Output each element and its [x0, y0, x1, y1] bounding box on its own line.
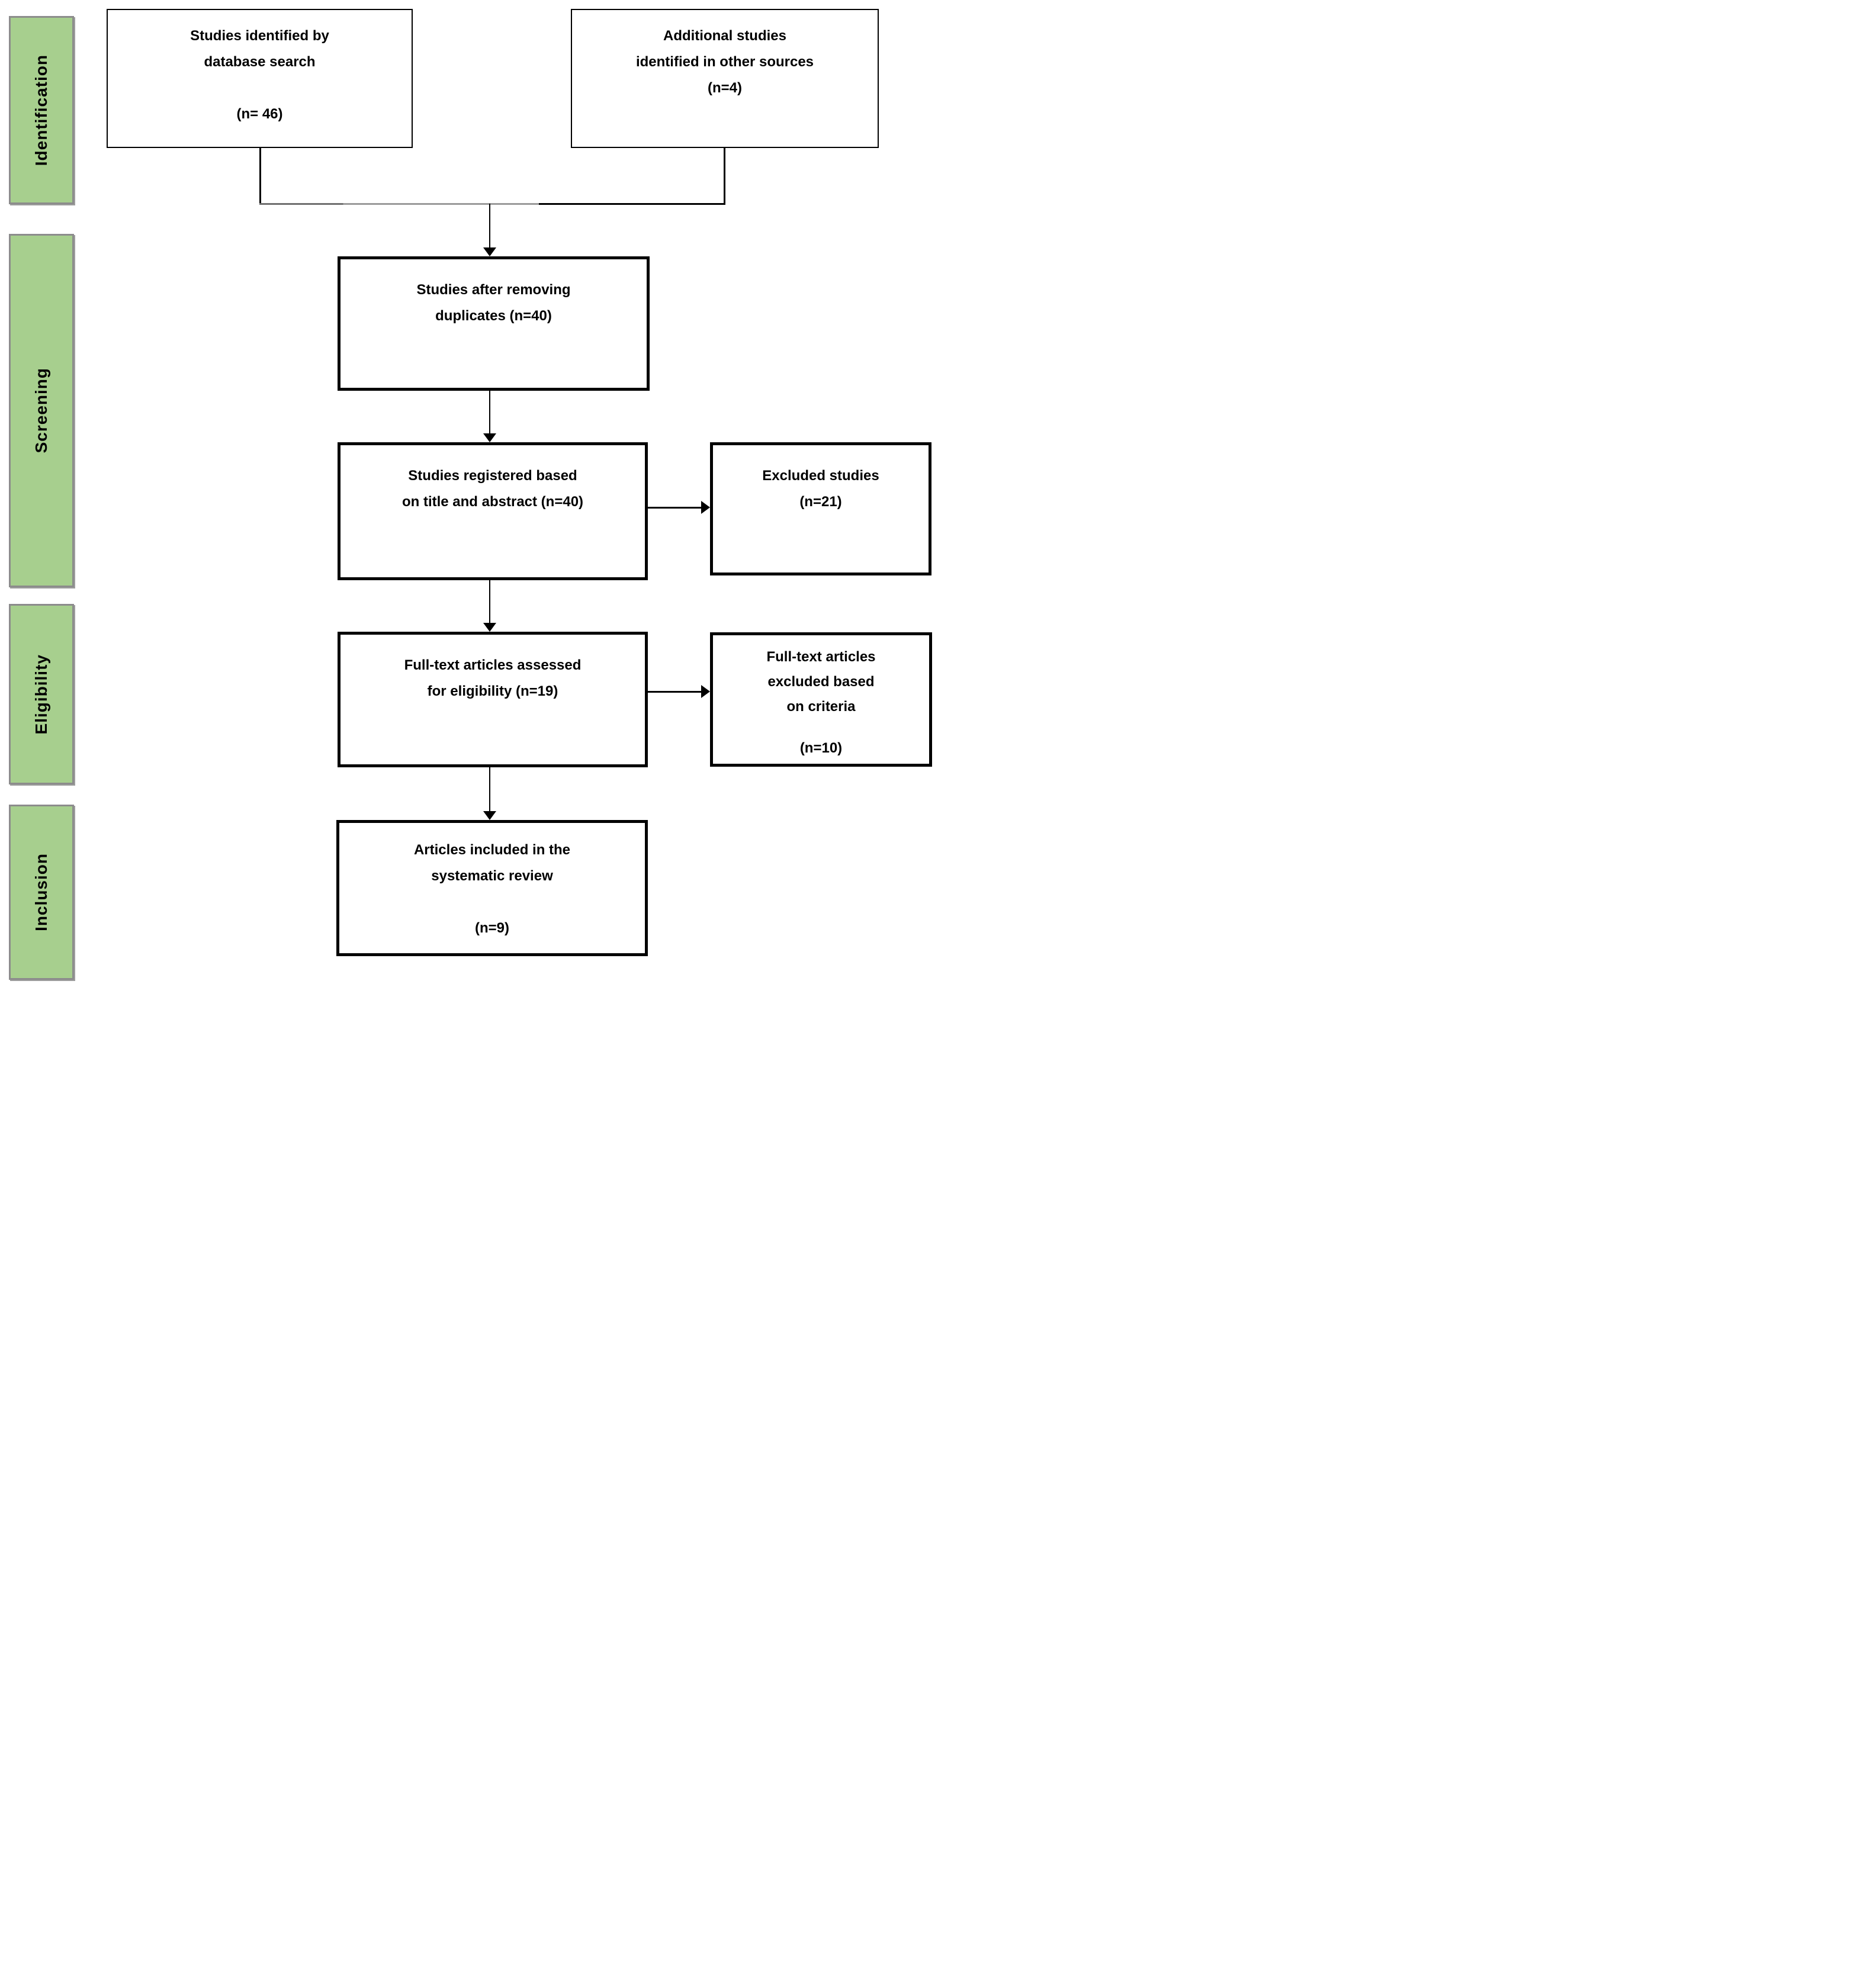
connector-line-from-other-sources [724, 148, 725, 204]
connector-merge-rail [259, 203, 725, 205]
arrow-line-to-after-duplicates [489, 204, 490, 248]
node-count: (n=10) [799, 740, 843, 756]
node-studies-after-removing-duplicates: Studies after removing duplicates (n=40) [338, 256, 650, 391]
stage-identification: Identification [9, 16, 74, 204]
stage-eligibility: Eligibility [9, 604, 74, 784]
node-text-line: Full-text articles assessed [404, 657, 582, 673]
stage-screening: Screening [9, 234, 74, 587]
node-text-line: on title and abstract (n=40) [401, 494, 584, 510]
node-count: (n= 46) [236, 106, 283, 122]
stage-label: Inclusion [32, 853, 50, 931]
node-text-line: Articles included in the [413, 842, 571, 858]
node-text-line: for eligibility (n=19) [427, 683, 558, 699]
stage-label: Eligibility [32, 654, 50, 735]
node-count: (n=9) [474, 920, 509, 936]
arrow-line-to-excluded-studies [648, 507, 702, 509]
node-text-line: duplicates (n=40) [435, 308, 552, 324]
node-text-line: excluded based [767, 674, 875, 690]
node-text-line: Excluded studies [762, 468, 879, 484]
node-count: (n=4) [707, 80, 742, 96]
arrowhead-down-icon [483, 811, 496, 820]
prisma-flow-diagram: Identification Screening Eligibility Inc… [0, 0, 938, 990]
arrow-line-to-title-abstract [489, 391, 490, 435]
node-text-line: Additional studies [663, 28, 786, 44]
arrowhead-down-icon [483, 623, 496, 632]
node-text-line: Full-text articles [766, 649, 876, 665]
stage-label: Identification [32, 54, 50, 166]
node-studies-identified-database: Studies identified by database search (n… [107, 9, 413, 148]
connector-line-from-database-search [259, 148, 261, 204]
node-text-line: identified in other sources [635, 54, 814, 70]
node-additional-studies-other-sources: Additional studies identified in other s… [571, 9, 879, 148]
node-fulltext-articles-excluded: Full-text articles excluded based on cri… [710, 632, 932, 767]
node-text-line: database search [204, 54, 316, 70]
arrowhead-down-icon [483, 247, 496, 256]
arrowhead-right-icon [701, 501, 710, 514]
stage-label: Screening [32, 368, 50, 454]
node-count: (n=21) [799, 494, 842, 510]
node-text-line: Studies registered based [408, 468, 577, 484]
stage-inclusion: Inclusion [9, 805, 74, 980]
node-fulltext-articles-assessed: Full-text articles assessed for eligibil… [338, 632, 648, 767]
node-text-line: Studies identified by [190, 28, 329, 44]
node-excluded-studies: Excluded studies (n=21) [710, 442, 931, 575]
node-articles-included-systematic-review: Articles included in the systematic revi… [336, 820, 648, 956]
arrowhead-down-icon [483, 433, 496, 442]
arrow-line-to-included [489, 767, 490, 812]
arrow-line-to-fulltext-assessed [489, 580, 490, 624]
arrow-line-to-fulltext-excluded [648, 691, 702, 693]
arrowhead-right-icon [701, 685, 710, 698]
node-studies-registered-title-abstract: Studies registered based on title and ab… [338, 442, 648, 580]
node-text-line: systematic review [431, 868, 553, 884]
node-text-line: on criteria [786, 699, 856, 715]
node-text-line: Studies after removing [416, 282, 571, 298]
